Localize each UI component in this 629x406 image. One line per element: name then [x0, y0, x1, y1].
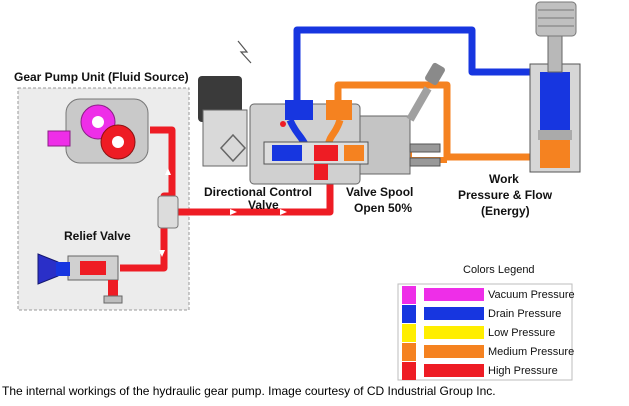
label-valve-spool-2: Open 50%	[354, 201, 413, 215]
legend-swatch	[424, 345, 484, 358]
label-relief-valve: Relief Valve	[64, 229, 131, 243]
label-directional-control-1: Directional Control	[204, 185, 313, 199]
work-line	[334, 81, 530, 161]
legend-label-drain: Drain Pressure	[488, 308, 562, 320]
legend-strip	[402, 343, 416, 361]
legend-label-medium: Medium Pressure	[488, 346, 575, 358]
legend-strip	[402, 324, 416, 342]
label-valve-spool-1: Valve Spool	[346, 185, 414, 199]
legend-label-low: Low Pressure	[488, 327, 556, 339]
label-directional-control-2: Valve	[248, 198, 279, 212]
label-work-1: Work	[489, 172, 519, 186]
figure-caption: The internal workings of the hydraulic g…	[2, 384, 496, 398]
legend-swatch	[424, 307, 484, 320]
legend-strip	[402, 305, 416, 323]
legend-swatch	[424, 326, 484, 339]
legend-swatch	[424, 288, 484, 301]
legend-label-vacuum: Vacuum Pressure	[488, 289, 575, 301]
label-gear-pump-unit: Gear Pump Unit (Fluid Source)	[14, 70, 189, 84]
label-work-2: Pressure & Flow	[458, 188, 553, 202]
legend-strip	[402, 286, 416, 304]
legend-swatch	[424, 364, 484, 377]
load-weight	[535, 1, 577, 37]
legend-label-high: High Pressure	[488, 365, 558, 377]
legend-strip	[402, 362, 416, 380]
drain-line	[293, 26, 530, 108]
legend-title: Colors Legend	[463, 264, 535, 276]
label-work-3: (Energy)	[481, 204, 530, 218]
